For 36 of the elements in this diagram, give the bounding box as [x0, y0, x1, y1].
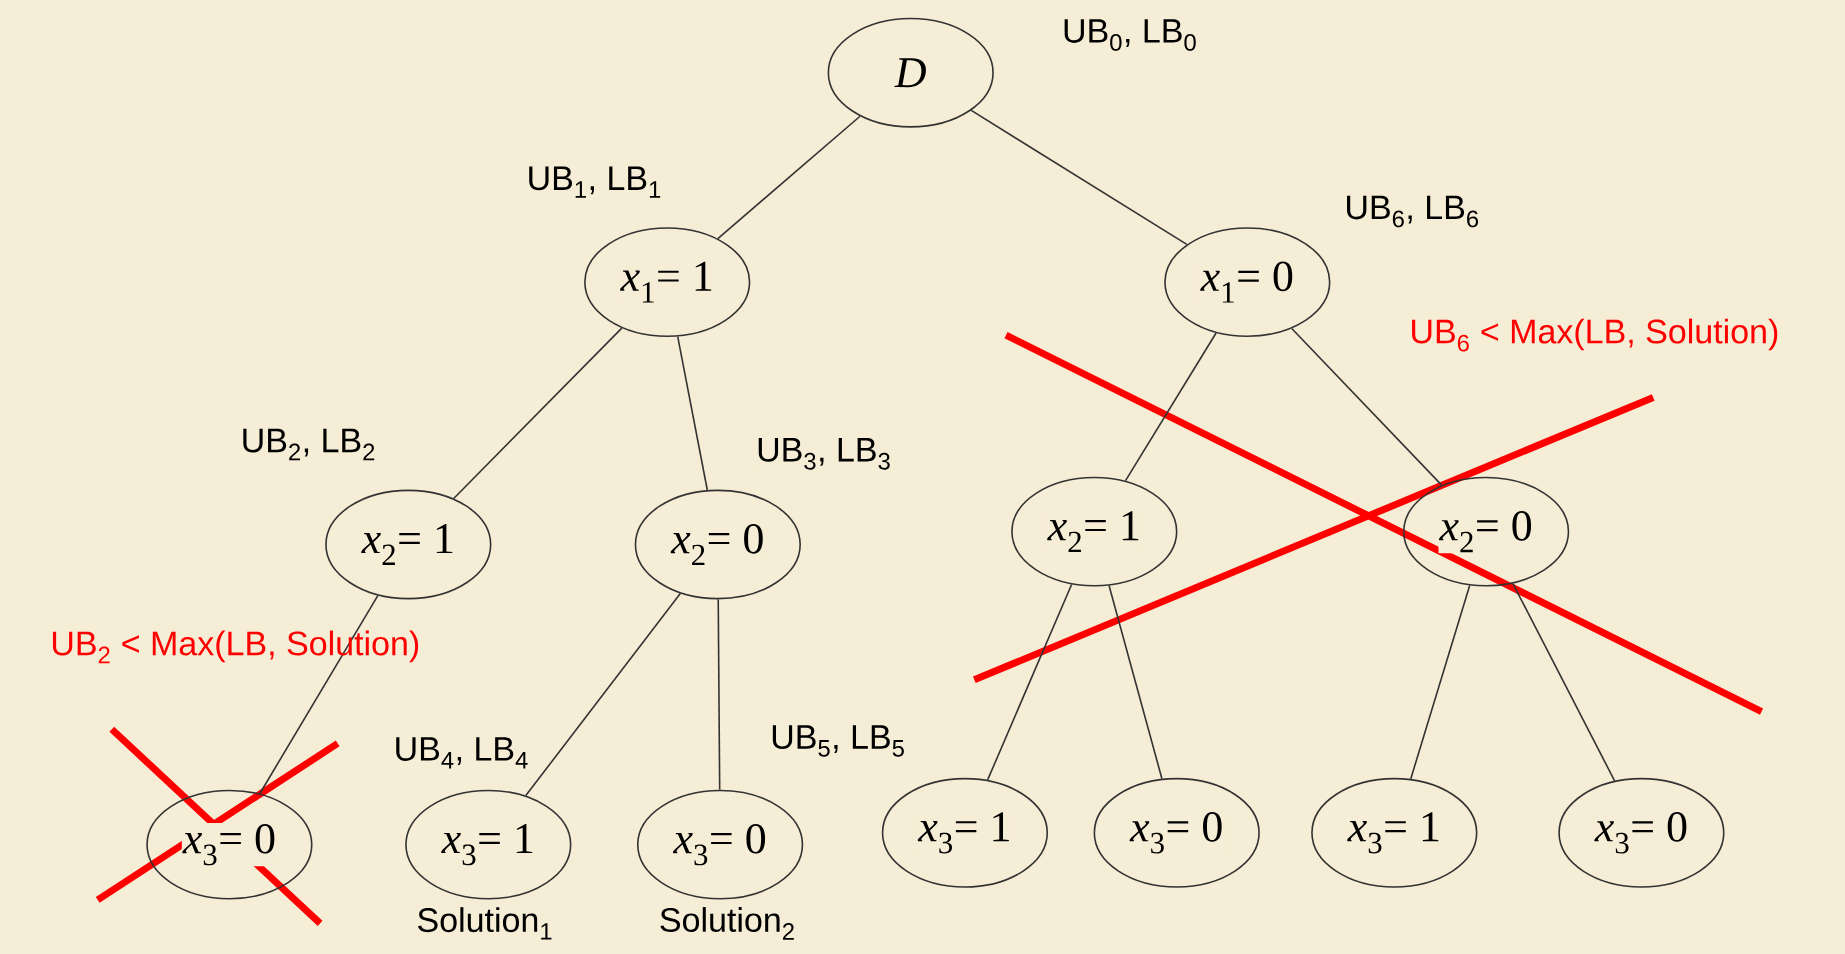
tree-edge — [525, 592, 682, 797]
edge-label: UB$_{1}$, LB$_{1}$ — [524, 164, 664, 200]
tree-node: x$_{3}$= 0 — [636, 789, 804, 900]
tree-node: x$_{3}$= 1 — [1311, 777, 1478, 888]
edge-label: UB$_{6}$, LB$_{6}$ — [1342, 193, 1482, 230]
annotation-text: UB$_{0}$, LB$_{0}$ — [1064, 19, 1196, 51]
tree-node: x$_{2}$= 1 — [1011, 476, 1178, 587]
tree-edge — [1409, 584, 1471, 780]
edge-label: UB$_{3}$, LB$_{3}$ — [754, 436, 894, 472]
tree-edge — [452, 327, 623, 500]
tree-node: x$_{3}$= 0 — [1558, 777, 1725, 888]
tree-edge — [1290, 327, 1443, 486]
tree-edge — [676, 335, 709, 491]
tree-edge — [717, 598, 721, 791]
tree-node: x$_{2}$= 0 — [1402, 476, 1570, 587]
tree-edge — [1108, 584, 1163, 780]
tree-edge — [986, 583, 1073, 781]
tree-edge — [717, 115, 861, 240]
tree-edge — [1512, 582, 1616, 782]
pruning-note: UB$_{6}$ < Max(LB, Solution) — [1412, 318, 1778, 352]
tree-node: x$_{3}$= 1 — [405, 789, 572, 900]
edge-label: UB$_{5}$, LB$_{5}$ — [768, 723, 908, 759]
annotation-text: Solution$_{2}$ — [660, 907, 794, 940]
tree-node: D — [827, 17, 994, 128]
tree-edge — [970, 109, 1188, 246]
tree-node: x$_{2}$= 0 — [634, 489, 801, 600]
annotation-text: Solution$_{1}$ — [418, 907, 552, 940]
tree-node: x$_{2}$= 1 — [325, 489, 492, 600]
tree-node: x$_{1}$= 0 — [1164, 227, 1331, 338]
edge-label: UB$_{2}$, LB$_{2}$ — [238, 426, 378, 463]
tree-node: x$_{1}$= 1 — [584, 227, 751, 338]
tree-node: x$_{3}$= 0 — [146, 789, 313, 900]
tree-node: x$_{3}$= 0 — [1093, 777, 1260, 888]
tree-edge — [1124, 332, 1217, 482]
tree-node: x$_{3}$= 1 — [881, 777, 1049, 888]
edge-label: UB$_{4}$, LB$_{4}$ — [391, 735, 531, 771]
